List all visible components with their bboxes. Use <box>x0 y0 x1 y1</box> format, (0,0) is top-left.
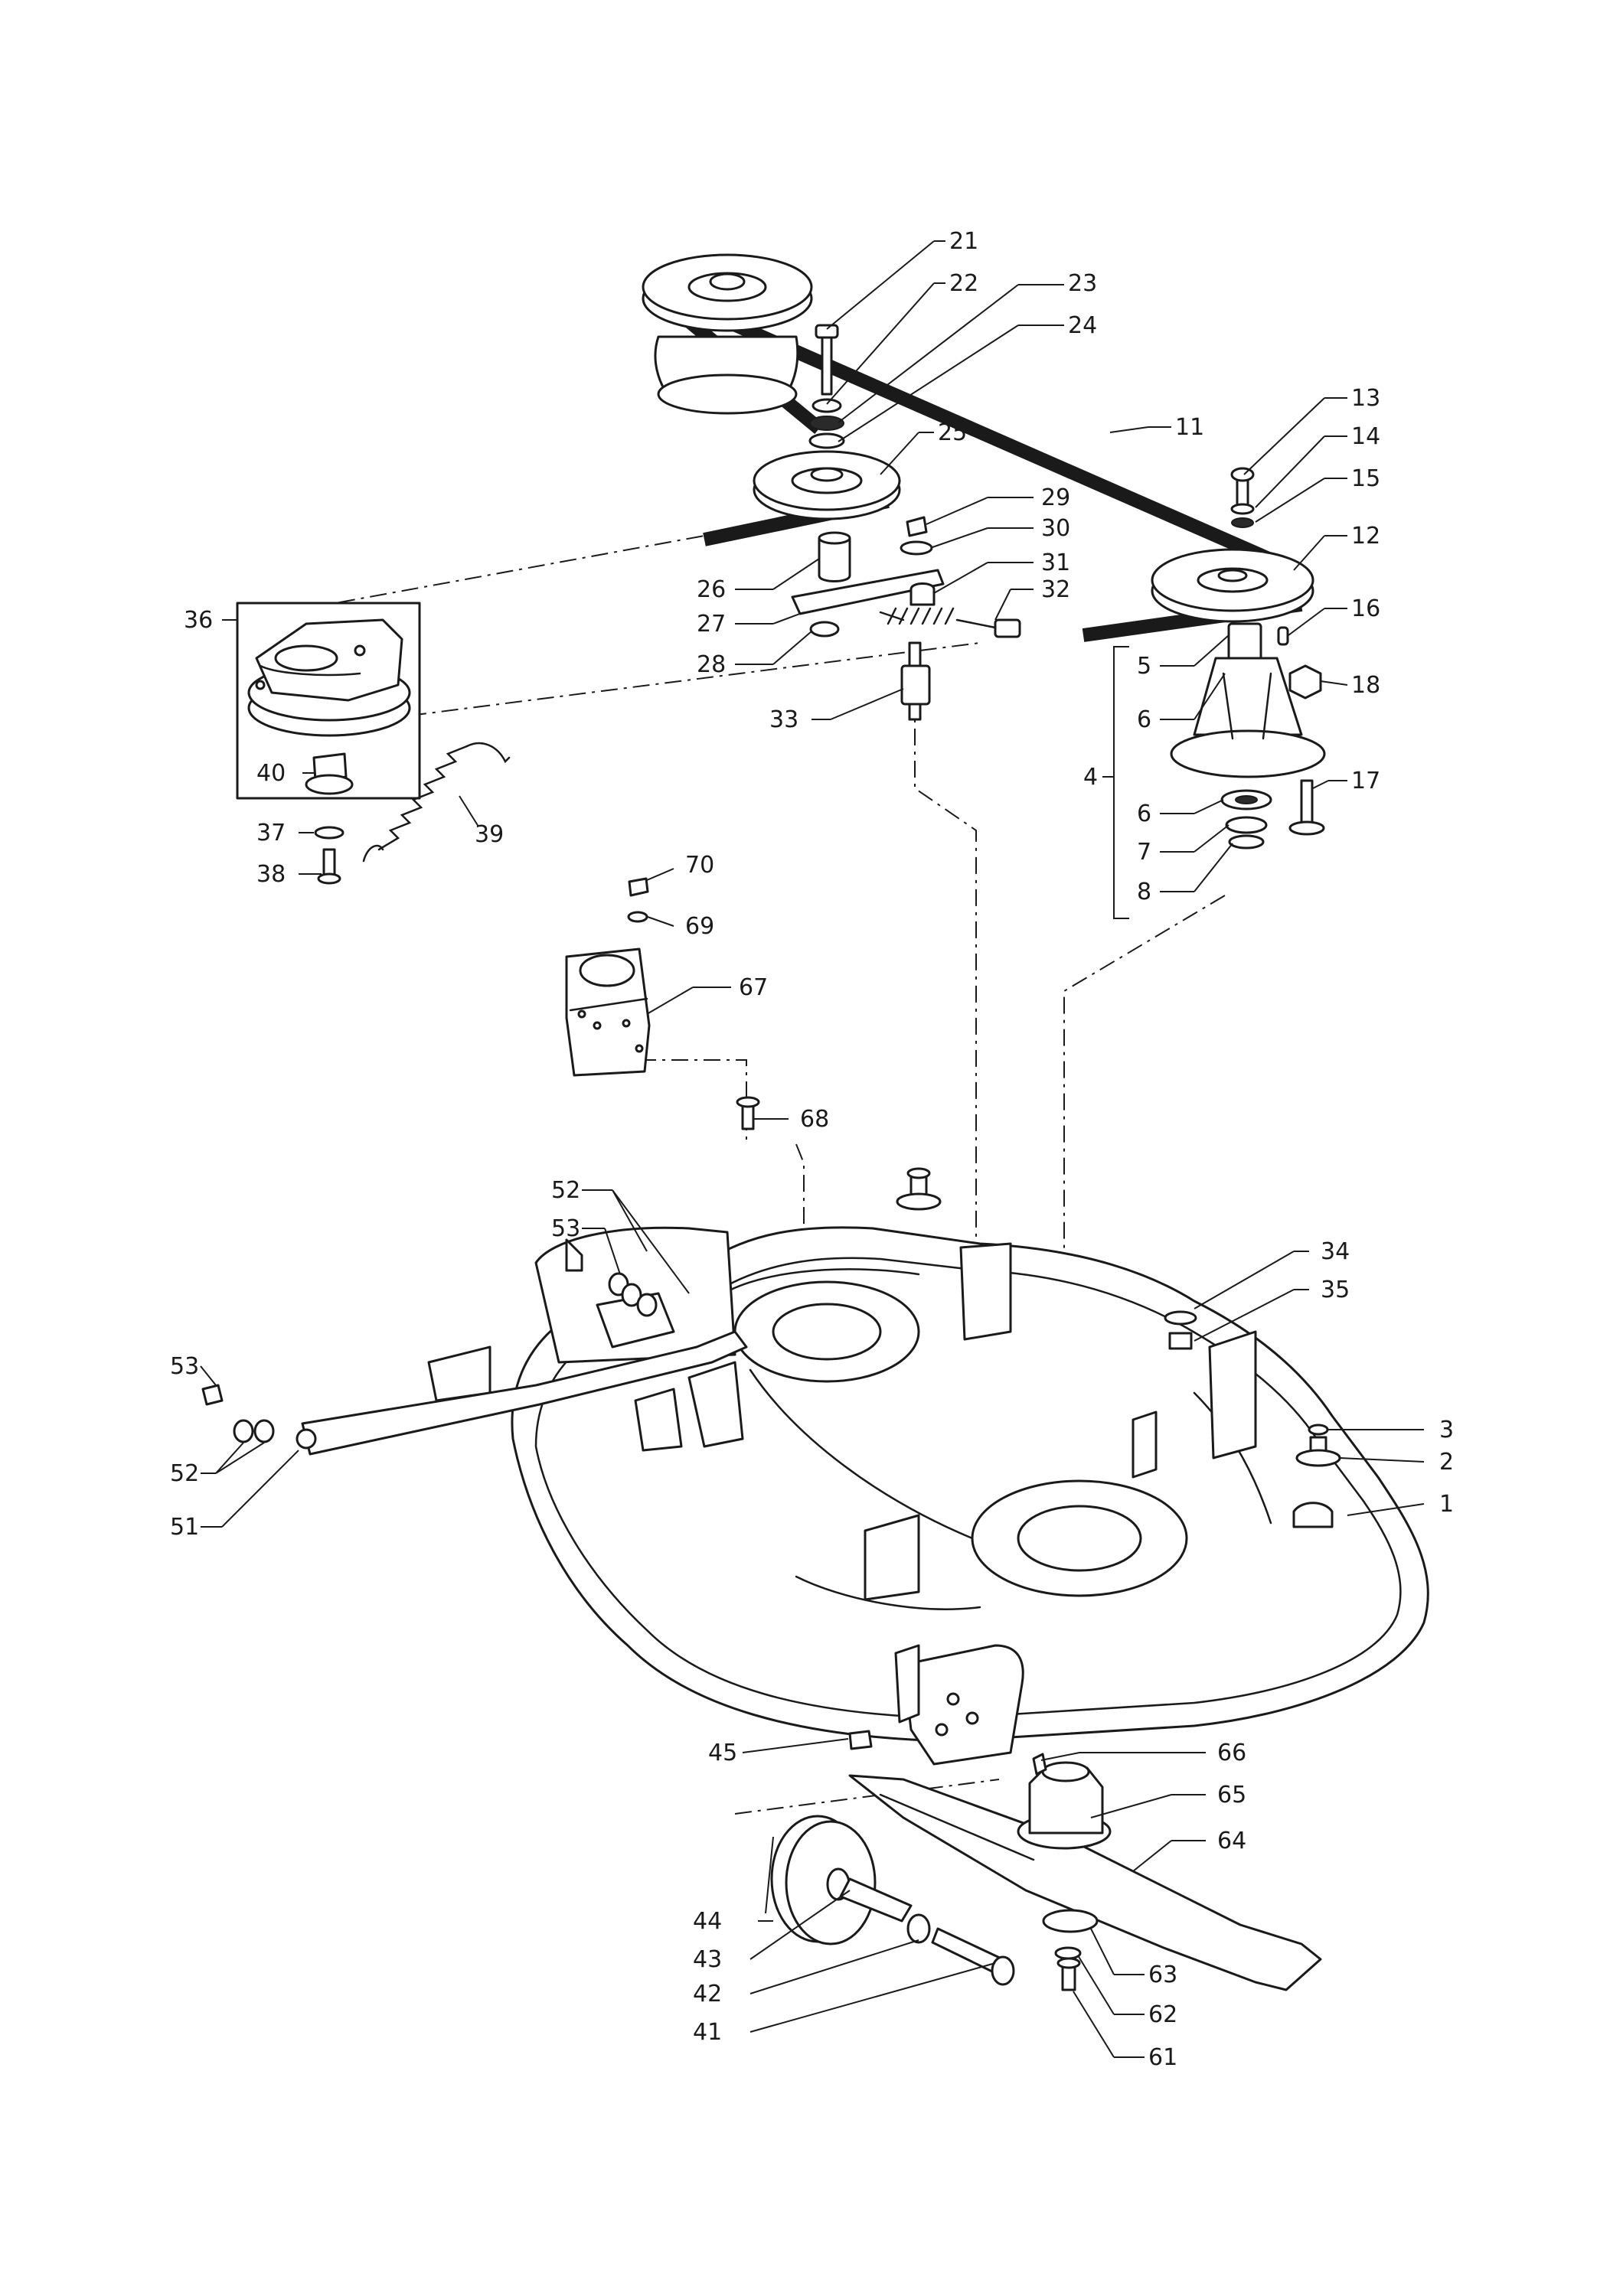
callout-26: 26 <box>697 576 726 603</box>
callout-53-upper: 53 <box>551 1215 580 1242</box>
callout-6-lower: 6 <box>1137 801 1151 827</box>
callout-42: 42 <box>693 1981 722 2007</box>
callout-41: 41 <box>693 2019 722 2046</box>
callout-43: 43 <box>693 1946 722 1973</box>
callout-14: 14 <box>1351 423 1380 450</box>
callout-21: 21 <box>949 228 978 255</box>
callout-27: 27 <box>697 611 726 638</box>
callout-labels: 21 22 23 24 25 11 13 14 15 12 16 18 17 5… <box>170 228 1454 2071</box>
callout-33: 33 <box>769 706 798 733</box>
spring <box>314 742 511 885</box>
callout-13: 13 <box>1351 385 1380 412</box>
callout-65: 65 <box>1217 1782 1246 1808</box>
pulley-hardware <box>808 324 845 449</box>
callout-52-left: 52 <box>170 1460 199 1487</box>
callout-38: 38 <box>256 861 286 888</box>
callout-36: 36 <box>184 607 213 634</box>
callout-16: 16 <box>1351 595 1380 622</box>
callout-44: 44 <box>693 1908 722 1935</box>
callout-4: 4 <box>1083 764 1098 791</box>
callout-35: 35 <box>1321 1277 1350 1303</box>
callout-69: 69 <box>685 913 714 940</box>
callout-32: 32 <box>1041 576 1070 603</box>
left-rod-hardware <box>201 1272 658 1443</box>
callout-15: 15 <box>1351 465 1380 492</box>
callout-28: 28 <box>697 651 726 678</box>
callout-61: 61 <box>1148 2044 1177 2071</box>
callout-6-upper: 6 <box>1137 706 1151 733</box>
callout-2: 2 <box>1439 1449 1454 1476</box>
upper-pulley-assembly <box>642 253 813 415</box>
right-pulley-spindle <box>1113 467 1326 919</box>
callout-12: 12 <box>1351 523 1380 550</box>
callout-63: 63 <box>1148 1962 1177 1988</box>
deck-fitting <box>896 1167 942 1211</box>
blade-assembly <box>848 1753 1322 1991</box>
callout-23: 23 <box>1068 270 1097 297</box>
callout-45: 45 <box>708 1740 737 1766</box>
callout-22: 22 <box>949 270 978 297</box>
idler-pulley <box>753 450 901 520</box>
callout-40: 40 <box>256 760 286 787</box>
callout-52-upper: 52 <box>551 1177 580 1204</box>
callout-17: 17 <box>1351 768 1380 794</box>
callout-5: 5 <box>1137 653 1151 680</box>
callout-37: 37 <box>256 820 286 846</box>
callout-68: 68 <box>800 1106 829 1133</box>
callout-1: 1 <box>1439 1491 1454 1518</box>
callout-7: 7 <box>1137 839 1151 866</box>
lift-rod <box>296 1238 748 1456</box>
callout-34: 34 <box>1321 1238 1350 1265</box>
callout-3: 3 <box>1439 1417 1454 1443</box>
leader-lines <box>200 240 1425 2058</box>
bracket-67 <box>565 877 760 1130</box>
callout-18: 18 <box>1351 672 1380 699</box>
callout-64: 64 <box>1217 1828 1246 1854</box>
callout-51: 51 <box>170 1514 199 1541</box>
tensioner-parts <box>791 516 1021 721</box>
callout-8: 8 <box>1137 879 1151 905</box>
callout-66: 66 <box>1217 1740 1246 1766</box>
callout-70: 70 <box>685 852 714 879</box>
callout-39: 39 <box>475 821 504 848</box>
mower-deck <box>427 1226 1429 1766</box>
callout-53-left: 53 <box>170 1353 199 1380</box>
callout-29: 29 <box>1041 484 1070 511</box>
callout-30: 30 <box>1041 515 1070 542</box>
right-deck-hardware <box>1164 1310 1341 1467</box>
callout-24: 24 <box>1068 312 1097 339</box>
callout-67: 67 <box>739 974 768 1001</box>
gauge-wheel <box>770 1730 1015 1986</box>
callout-25: 25 <box>938 419 967 446</box>
callout-11: 11 <box>1175 414 1204 441</box>
callout-31: 31 <box>1041 550 1070 576</box>
callout-62: 62 <box>1148 2001 1177 2028</box>
clutch-assembly <box>236 602 421 800</box>
